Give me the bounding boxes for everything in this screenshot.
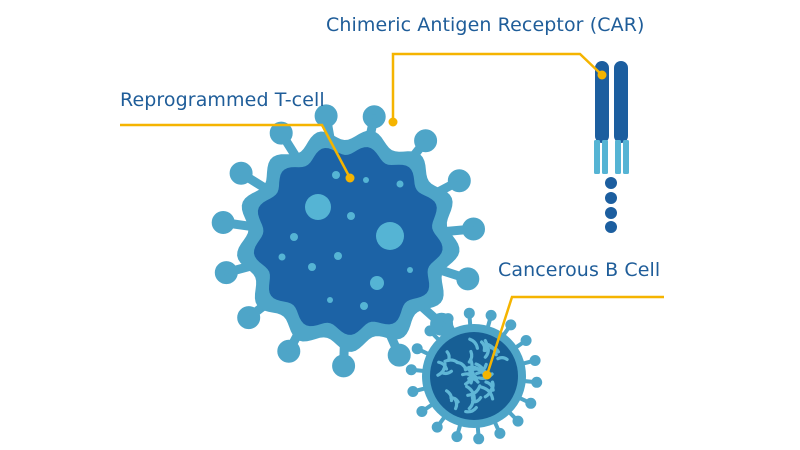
t-cell-spot (308, 263, 316, 271)
b-cell-spike-tip (473, 433, 485, 445)
t-cell-spot (396, 180, 404, 188)
t-cell-spot (290, 233, 298, 241)
t-cell-spike-tip (414, 129, 438, 153)
b-cell-spike-tip (494, 427, 506, 439)
car-chain-right (614, 61, 628, 143)
t-cell-spike-tip (447, 169, 471, 193)
b-cell-squiggle (467, 365, 485, 375)
b-cell-spike-tip (416, 406, 428, 417)
t-cell-spike-tip (387, 343, 411, 367)
b-cell-spike-tip (405, 364, 417, 376)
car-hinge (594, 140, 629, 174)
t-cell-leader-dot (345, 173, 355, 183)
t-cell-spot (376, 222, 404, 250)
car-leader-dot-receptor (597, 70, 607, 80)
t-cell-spike-tip (214, 261, 238, 285)
b-cell-spike-tip (525, 397, 537, 409)
b-cell-spike-tip (529, 355, 541, 366)
b-cell-spike-tip (505, 319, 517, 331)
t-cell-spike-tip (277, 339, 301, 363)
b-cell-spikes (405, 307, 543, 445)
b-cell-squiggle (480, 340, 487, 353)
leader-lines (120, 52, 664, 380)
t-cell-label: Reprogrammed T-cell (120, 89, 325, 111)
b-cell-label: Cancerous B Cell (498, 259, 661, 281)
b-cell-squiggle (443, 358, 460, 365)
b-cell-squiggle (496, 356, 509, 361)
t-cell-spike-tip (314, 104, 338, 128)
t-cell-spot (278, 253, 286, 261)
b-cell-leader-dot (482, 370, 492, 380)
b-cell-squiggle (465, 384, 476, 402)
t-cell-spike-tip (462, 217, 485, 241)
t-cell-spike-tip (229, 161, 253, 185)
b-cell-squiggle (449, 396, 460, 404)
t-cell-inner-body (253, 147, 443, 335)
car-receptor (594, 61, 629, 233)
t-cell-spike-tip (332, 354, 356, 378)
car-leader-line (391, 52, 603, 122)
b-cell-squiggle (437, 360, 449, 371)
t-cell (237, 130, 460, 352)
t-cell-spike-tip (269, 121, 293, 145)
b-cell-squiggle (445, 389, 454, 403)
t-cell-spot (363, 177, 369, 183)
b-cell-spike-tip (407, 386, 419, 397)
t-cell-spike-tip (237, 306, 261, 330)
t-cell-spike-tip (362, 105, 386, 129)
t-cell-spots (278, 171, 413, 310)
b-cell-spike-tip (424, 325, 436, 337)
b-cell-spike-tip (451, 431, 463, 443)
b-cell-spike-tip (485, 309, 497, 321)
b-cell-leader-line (485, 295, 664, 376)
b-cell-spike-tip (442, 313, 454, 325)
t-cell-spot (305, 194, 331, 220)
b-cell-spike-tip (431, 421, 443, 433)
b-cell-spike-tip (411, 343, 423, 355)
t-cell-spot (347, 212, 355, 220)
car-signaling-domain (605, 177, 617, 233)
b-cell (422, 324, 526, 428)
b-cell-spike-tip (520, 335, 532, 346)
b-cell-spike-tip (463, 307, 475, 319)
b-cell-squiggle (483, 343, 490, 359)
t-cell-spot (334, 252, 342, 260)
b-cell-spike-tip (531, 376, 543, 388)
t-cell-spot (360, 302, 368, 310)
car-leader-dot-cell (388, 117, 398, 127)
b-cell-squiggle (466, 384, 482, 397)
t-cell-spike-tip (211, 211, 235, 234)
t-cell-spike-tip (456, 267, 480, 291)
car-label: Chimeric Antigen Receptor (CAR) (326, 14, 645, 36)
t-cell-spot (327, 297, 333, 303)
b-cell-spike-tip (512, 415, 524, 427)
t-cell-spikes (211, 104, 485, 378)
b-cell-squiggle (468, 337, 479, 350)
t-cell-spot (332, 171, 340, 179)
t-cell-spot (370, 276, 384, 290)
car-chain-left (595, 61, 609, 143)
b-cell-squiggle (484, 380, 495, 392)
b-cell-squiggle (471, 396, 483, 404)
t-cell-leader-line (120, 123, 352, 179)
t-cell-spot (407, 267, 413, 273)
b-cell-squiggle (464, 406, 478, 414)
